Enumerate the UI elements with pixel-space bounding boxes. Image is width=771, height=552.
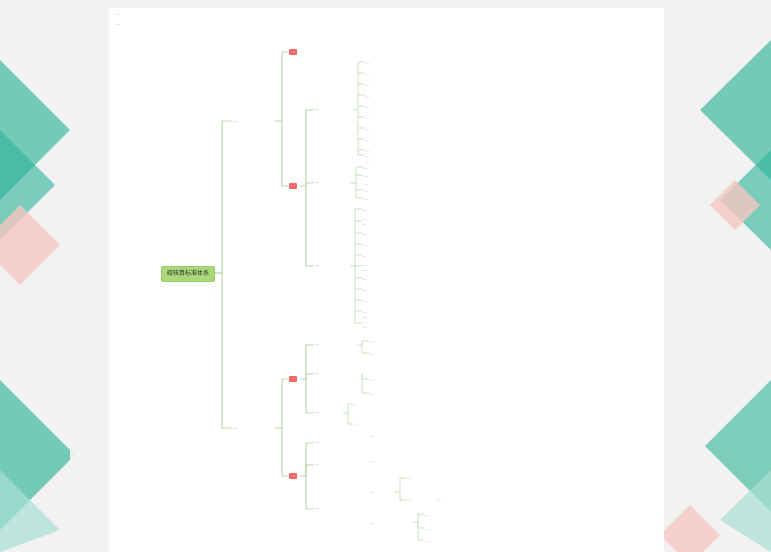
ghg-protocol-label[interactable]: … — [314, 342, 319, 347]
group-3-item: … — [363, 298, 367, 303]
china-sub-2: … — [407, 496, 411, 501]
group-3-label[interactable]: … — [314, 263, 319, 268]
ghg-item: … — [370, 351, 374, 356]
group-1-item: … — [366, 104, 370, 109]
group-2-item: … — [364, 165, 368, 170]
ipcc-label[interactable]: … — [314, 371, 319, 376]
group-3-item: … — [363, 216, 367, 221]
group-1-item: … — [366, 93, 370, 98]
china-sub-3-item: … — [425, 512, 429, 517]
group-3-item: … — [363, 221, 367, 226]
ghg-item: … — [370, 339, 374, 344]
iso-item: … — [354, 422, 358, 427]
intro-paragraph-1: … — [116, 11, 121, 16]
branch-2-tag-1: … — [289, 376, 298, 382]
china-item-2-label[interactable]: … — [314, 462, 319, 467]
group-1-item: … — [366, 148, 370, 153]
china-item-2-desc: … — [370, 458, 374, 463]
group-1-item: … — [366, 115, 370, 120]
branch-1-label[interactable]: … — [233, 119, 238, 124]
china-sub-3-item: … — [425, 538, 429, 543]
group-1-item: … — [366, 158, 370, 163]
group-3-item: … — [363, 319, 367, 324]
ipcc-item: … — [370, 377, 374, 382]
china-sub-3: … — [370, 520, 374, 525]
branch-1-tag: … — [289, 49, 298, 55]
china-sub-1: … — [370, 489, 374, 494]
group-2-item: … — [364, 173, 368, 178]
group-3-item: … — [363, 242, 367, 247]
china-item-1-label[interactable]: … — [314, 440, 319, 445]
group-1-item: … — [366, 82, 370, 87]
china-sub-1-desc: … — [407, 475, 411, 480]
group-3-item: … — [363, 253, 367, 258]
china-item-1-desc: … — [370, 433, 374, 438]
group-3-item: … — [363, 276, 367, 281]
group-2-label[interactable]: … — [314, 180, 319, 185]
group-2-item: … — [364, 196, 368, 201]
china-sub-3-item: … — [425, 526, 429, 531]
group-2-item: … — [364, 188, 368, 193]
group-2-tag: … — [289, 183, 298, 189]
group-1-item: … — [366, 71, 370, 76]
group-1-item: … — [366, 60, 370, 65]
branch-2-tag-2: … — [289, 473, 298, 479]
iso-item: … — [354, 402, 358, 407]
group-3-item: … — [363, 309, 367, 314]
china-item-3-label[interactable]: … — [314, 506, 319, 511]
intro-text: … … — [116, 11, 324, 30]
china-sub-2-desc: … — [437, 497, 441, 502]
root-node[interactable]: 碳核算标准体系 — [161, 266, 215, 282]
group-1-item: … — [366, 153, 370, 158]
iso-14064-label[interactable]: … — [314, 410, 319, 415]
group-3-item: … — [363, 262, 367, 267]
group-1-label[interactable]: … — [314, 107, 319, 112]
ipcc-item: … — [370, 391, 374, 396]
intro-paragraph-2: … — [116, 20, 121, 26]
group-3-item: … — [363, 287, 367, 292]
group-3-item: … — [363, 231, 367, 236]
group-3-item: … — [363, 324, 367, 329]
group-1-item: … — [366, 137, 370, 142]
group-3-item: … — [363, 207, 367, 212]
group-3-item: … — [363, 267, 367, 272]
group-3-item: … — [363, 314, 367, 319]
group-2-item: … — [364, 181, 368, 186]
group-1-item: … — [366, 126, 370, 131]
branch-2-label[interactable]: … — [233, 426, 238, 431]
